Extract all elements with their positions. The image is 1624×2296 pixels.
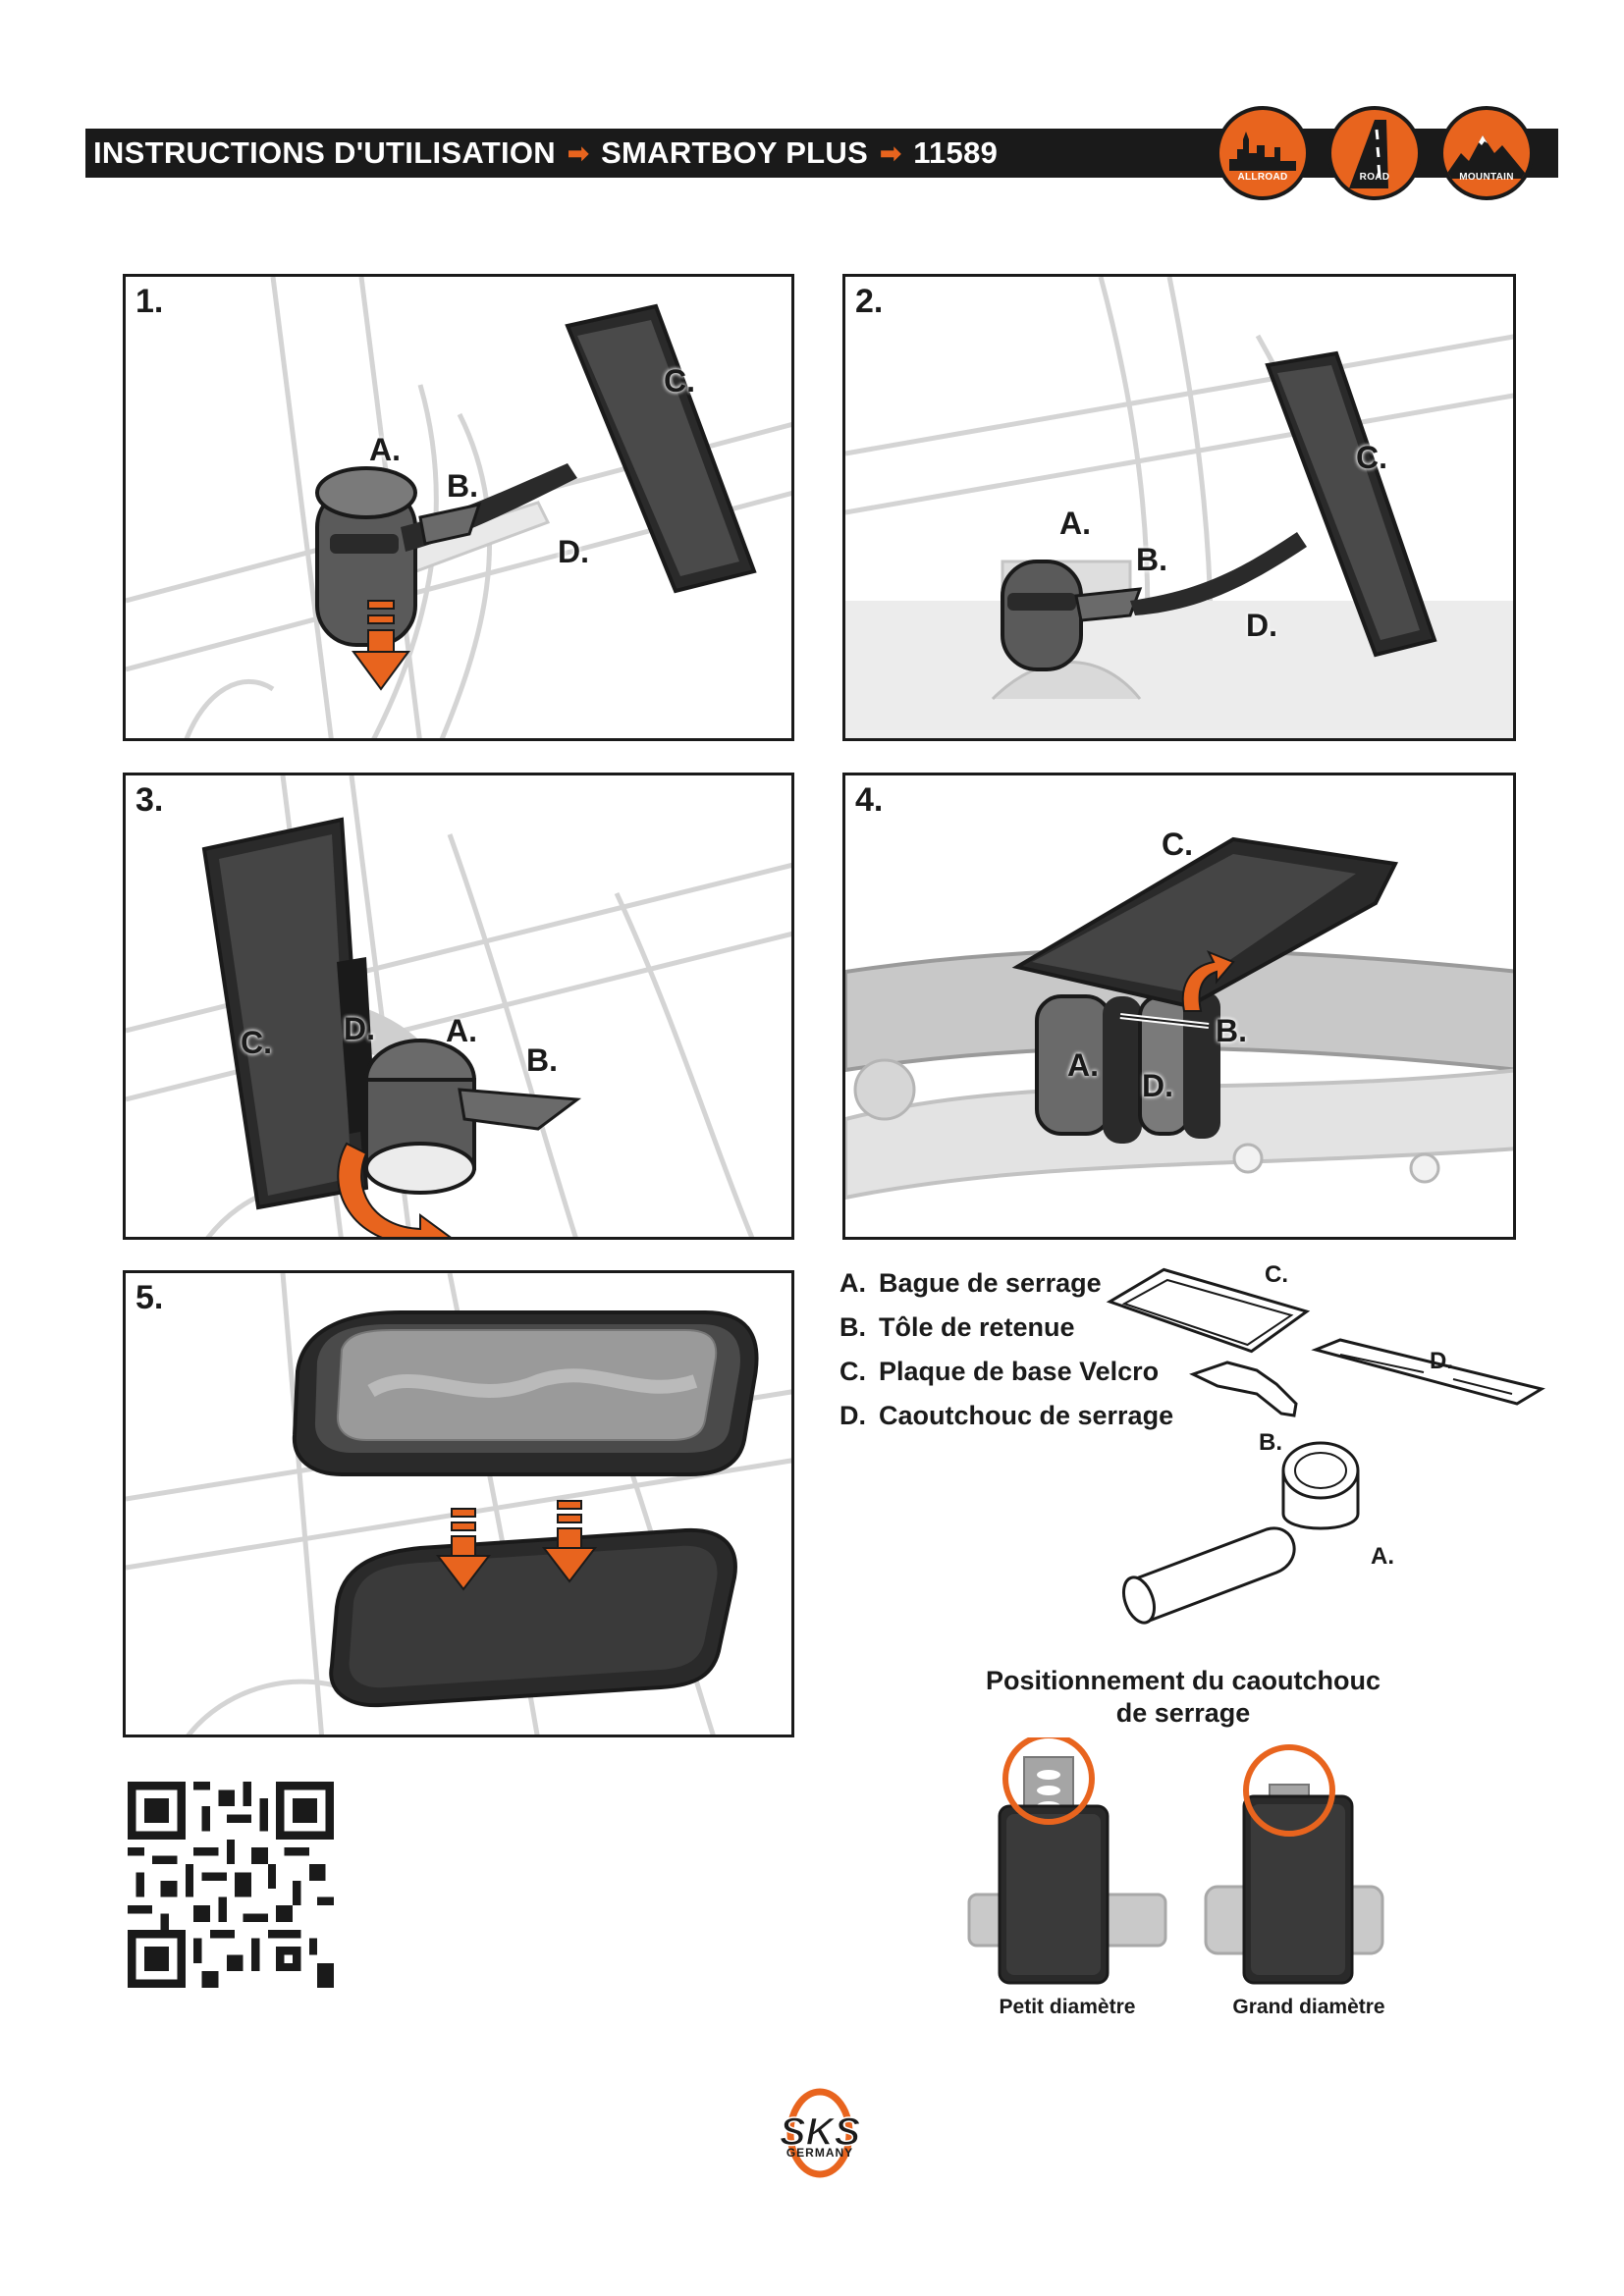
step-1-illustration	[126, 277, 794, 741]
header-title-part2: SMARTBOY PLUS	[601, 129, 868, 178]
small-diameter-label: Petit diamètre	[969, 1996, 1165, 2019]
step-4-panel: 4. C. B. A. D.	[842, 773, 1516, 1240]
positioning-title-line2: de serrage	[933, 1697, 1434, 1730]
sks-logo-icon: SKS	[756, 2086, 884, 2184]
step-1-number: 1.	[135, 283, 163, 321]
legend-letter: A.	[839, 1261, 879, 1306]
legend-text: Tôle de retenue	[879, 1312, 1075, 1342]
step-3-callout-a: A.	[446, 1013, 477, 1049]
legend-letter: C.	[839, 1350, 879, 1394]
large-diameter-label: Grand diamètre	[1211, 1996, 1407, 2019]
logo-subtitle: GERMANY	[756, 2146, 884, 2160]
exploded-label-a: A.	[1371, 1543, 1394, 1571]
step-4-callout-d: D.	[1142, 1068, 1173, 1104]
exploded-label-b: B.	[1259, 1429, 1282, 1457]
legend-letter: D.	[839, 1394, 879, 1438]
step-5-illustration	[126, 1273, 794, 1737]
road-badge-icon: ROAD	[1327, 106, 1422, 200]
exploded-parts-diagram	[1100, 1256, 1561, 1649]
step-4-callout-a: A.	[1067, 1047, 1099, 1084]
step-3-panel: 3. C. D. A. B.	[123, 773, 794, 1240]
legend-letter: B.	[839, 1306, 879, 1350]
step-3-illustration	[126, 775, 794, 1240]
badge-label-mountain: MOUNTAIN	[1443, 172, 1530, 183]
step-5-panel: 5.	[123, 1270, 794, 1737]
step-2-illustration	[845, 277, 1516, 741]
step-1-callout-a: A.	[369, 432, 401, 468]
step-2-callout-a: A.	[1059, 506, 1091, 542]
step-1-callout-d: D.	[558, 534, 589, 570]
header-title-part1: INSTRUCTIONS D'UTILISATION	[93, 129, 556, 178]
exploded-label-c: C.	[1265, 1261, 1288, 1289]
mountain-badge-icon: MOUNTAIN	[1439, 106, 1534, 200]
step-3-callout-d: D.	[344, 1011, 375, 1047]
badge-label-allroad: ALLROAD	[1219, 172, 1306, 183]
step-3-callout-c: C.	[241, 1025, 272, 1061]
exploded-label-d: D.	[1430, 1348, 1453, 1375]
legend-text: Bague de serrage	[879, 1268, 1102, 1298]
step-5-number: 5.	[135, 1279, 163, 1317]
qr-code-icon[interactable]	[128, 1782, 334, 1988]
positioning-diagram	[957, 1737, 1389, 1993]
step-4-number: 4.	[855, 781, 883, 820]
allroad-badge-icon: ALLROAD	[1216, 106, 1310, 200]
step-1-callout-c: C.	[664, 363, 695, 400]
positioning-title-line1: Positionnement du caoutchouc	[933, 1665, 1434, 1697]
header-title-part3: 11589	[913, 129, 998, 178]
positioning-title: Positionnement du caoutchouc de serrage	[933, 1665, 1434, 1730]
header-title: INSTRUCTIONS D'UTILISATION ➡ SMARTBOY PL…	[93, 129, 998, 178]
step-2-number: 2.	[855, 283, 883, 321]
step-3-number: 3.	[135, 781, 163, 820]
step-1-callout-b: B.	[447, 468, 478, 505]
step-2-callout-c: C.	[1356, 440, 1387, 476]
badge-label-road: ROAD	[1331, 172, 1418, 183]
step-4-callout-c: C.	[1162, 827, 1193, 863]
step-2-callout-b: B.	[1136, 542, 1167, 578]
step-2-callout-d: D.	[1246, 608, 1277, 644]
step-4-callout-b: B.	[1216, 1013, 1247, 1049]
step-2-panel: 2. A. B. C. D.	[842, 274, 1516, 741]
arrow-right-icon: ➡	[880, 129, 901, 178]
step-3-callout-b: B.	[526, 1042, 558, 1079]
arrow-right-icon: ➡	[568, 129, 589, 178]
step-1-panel: 1. A. B. C. D.	[123, 274, 794, 741]
